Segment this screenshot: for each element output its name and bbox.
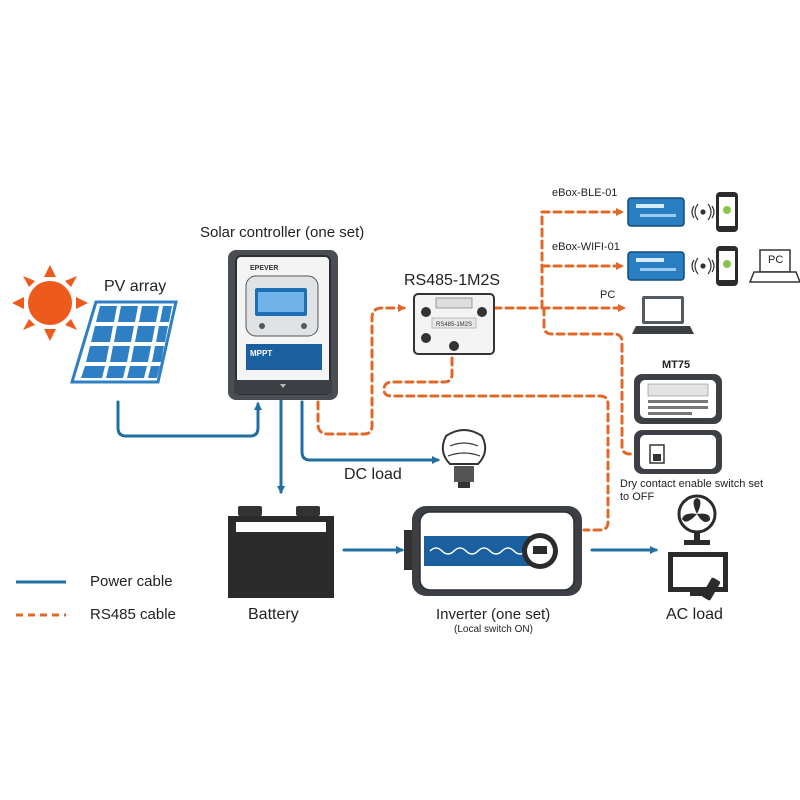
ebox-ble-label: eBox-BLE-01 (552, 187, 618, 199)
pv-array-label: PV array (104, 278, 167, 295)
solar-controller-icon: EPEVER MPPT (228, 250, 338, 400)
light-bulb-icon (441, 429, 487, 488)
controller-to-dcload-cable (300, 400, 440, 464)
ebox-wifi-label: eBox-WIFI-01 (552, 241, 620, 253)
solar-controller-label: Solar controller (one set) (200, 224, 365, 241)
laptop-icon (632, 296, 694, 334)
power-cables (116, 398, 658, 554)
dc-load-label: DC load (344, 466, 402, 483)
hub-to-dry-contact-cable (542, 306, 642, 458)
controller-to-hub-cable (316, 304, 406, 436)
smartphone-icon (716, 192, 738, 232)
mt75-meter-icon (634, 374, 722, 424)
smartphone-icon-2 (716, 246, 738, 286)
fan-icon (677, 494, 717, 545)
legend-power-label: Power cable (90, 573, 173, 590)
rs485-hub-label: RS485-1M2S (404, 272, 501, 289)
remote-control-icon (701, 577, 721, 601)
battery-label: Battery (248, 606, 299, 623)
ebox-wifi-icon (627, 251, 685, 281)
tv-icon (668, 552, 728, 596)
pc-box-label: PC (768, 254, 784, 266)
bluetooth-signal-icon (691, 203, 715, 221)
legend (16, 580, 66, 617)
ac-load-label: AC load (666, 606, 723, 623)
hub-trunk-cable (492, 210, 544, 310)
controller-model-text: MPPT (250, 349, 272, 358)
battery-icon (228, 506, 334, 598)
mt75-label: MT75 (662, 359, 691, 371)
dry-contact-switch-icon (634, 430, 722, 474)
inverter-sublabel: (Local switch ON) (454, 624, 533, 635)
rs485-hub-icon: RS485-1M2S (413, 293, 495, 355)
pc-label: PC (600, 289, 616, 301)
hub-to-mt75-cable (382, 356, 610, 532)
rs485-cables (316, 208, 642, 532)
wifi-signal-icon (691, 257, 715, 275)
solar-panel-icon (69, 300, 178, 384)
dry-contact-label: Dry contact enable switch set to OFF (620, 478, 764, 503)
sun-icon (12, 265, 88, 341)
hub-center-text: RS485-1M2S (436, 322, 472, 328)
controller-brand-text: EPEVER (250, 265, 278, 272)
ebox-ble-icon (627, 197, 685, 227)
inverter-label: Inverter (one set) (436, 606, 551, 623)
laptop-icon-small (748, 249, 800, 283)
inverter-icon (404, 506, 582, 596)
legend-rs485-label: RS485 cable (90, 606, 176, 623)
pv-to-controller-cable (116, 400, 262, 438)
